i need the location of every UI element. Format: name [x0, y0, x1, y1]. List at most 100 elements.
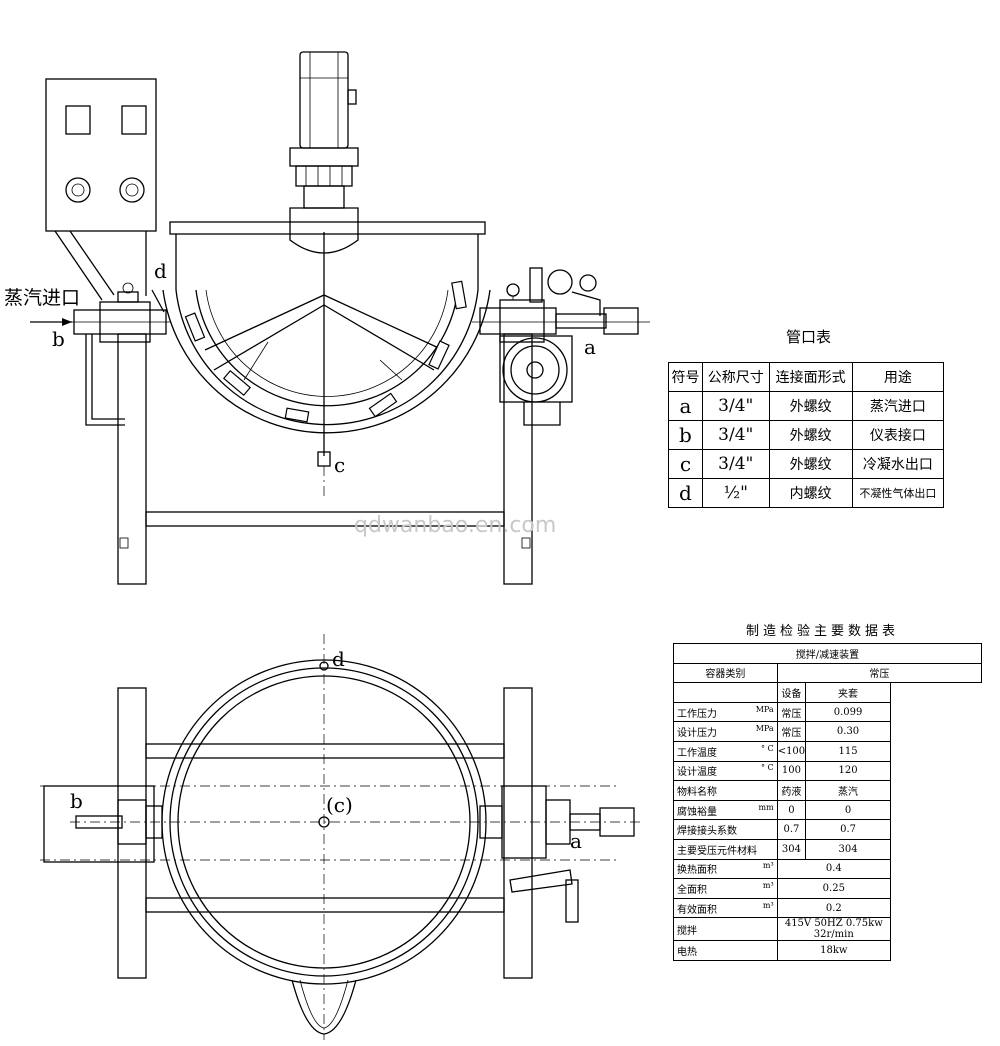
- row-jacket-value: 304: [805, 838, 891, 860]
- port-use: 蒸汽进口: [851, 391, 945, 421]
- row-value: 0.4: [776, 858, 891, 880]
- row-jacket-value: 120: [805, 760, 891, 782]
- port-use: 仪表接口: [851, 420, 945, 450]
- control-box: [45, 78, 157, 232]
- port-connection: 外螺纹: [768, 449, 853, 479]
- vessel-type-label: 容器类别: [673, 662, 778, 684]
- port-size: 3/4": [701, 391, 770, 421]
- row-label: 电热: [673, 940, 778, 961]
- row-device-value: 药液: [776, 780, 807, 801]
- row-device-value: 0.7: [776, 819, 807, 840]
- table-row: c 3/4" 外螺纹 冷凝水出口: [668, 449, 945, 479]
- port-symbol: d: [668, 478, 703, 508]
- top-left-frame: [117, 687, 147, 979]
- label-b-top: b: [70, 789, 83, 813]
- port-connection: 内螺纹: [768, 478, 853, 508]
- row-jacket-value: 0: [805, 799, 891, 821]
- row-jacket-value: 0.099: [805, 701, 891, 723]
- port-header-symbol: 符号: [668, 362, 703, 392]
- label-a-top: a: [570, 829, 582, 853]
- row-jacket-value: 0.7: [805, 819, 891, 840]
- right-leg: [503, 333, 533, 585]
- port-symbol: c: [668, 449, 703, 479]
- table-row: 设计温度° C 100 120: [673, 760, 982, 782]
- table-row: 电热 18kw: [673, 940, 982, 961]
- table-row: 搅拌 415V 50HZ 0.75kw 32r/min: [673, 917, 982, 942]
- row-value: 0.25: [776, 878, 891, 899]
- vessel-type-value: 常压: [776, 662, 983, 684]
- table-row: 物料名称 药液 蒸汽: [673, 780, 982, 801]
- row-device-value: 304: [776, 838, 807, 860]
- port-symbol: a: [668, 391, 703, 421]
- top-view: d (c) b a: [40, 634, 640, 1040]
- motor: [299, 51, 349, 149]
- row-device-value: 常压: [776, 721, 807, 742]
- label-b-front: b: [52, 327, 65, 351]
- label-d-front: d: [154, 259, 167, 283]
- watermark: qdwanbao.en.com: [354, 513, 556, 538]
- row-label: 设计温度° C: [673, 760, 778, 782]
- row-device-value: 常压: [776, 701, 807, 723]
- row-label: 工作温度° C: [673, 740, 778, 762]
- row-value: 18kw: [776, 940, 891, 961]
- table-row: 焊接接头系数 0.7 0.7: [673, 819, 982, 840]
- row-label: 主要受压元件材料: [673, 838, 778, 860]
- col-jacket: 夹套: [805, 682, 891, 703]
- table-row: 主要受压元件材料 304 304: [673, 838, 982, 860]
- reducer: [289, 207, 359, 254]
- label-c-front: c: [334, 453, 345, 477]
- data-top-header: 搅拌/减速装置: [673, 643, 982, 664]
- row-value: 415V 50HZ 0.75kw 32r/min: [776, 917, 891, 942]
- row-label: 焊接接头系数: [673, 819, 778, 840]
- row-jacket-value: 蒸汽: [805, 780, 891, 801]
- port-table-header: 符号 公称尺寸 连接面形式 用途: [668, 362, 945, 392]
- top-right-frame: [503, 687, 533, 979]
- port-symbol: b: [668, 420, 703, 450]
- row-device-value: <100: [776, 740, 807, 762]
- port-size: 3/4": [701, 449, 770, 479]
- pressure-gauge: [547, 269, 573, 295]
- port-size: 3/4": [701, 420, 770, 450]
- table-row: d ½" 内螺纹 不凝性气体出口: [668, 478, 945, 508]
- row-label: 搅拌: [673, 917, 778, 942]
- row-value: 0.2: [776, 897, 891, 919]
- data-table-title: 制造检验主要数据表: [746, 624, 900, 639]
- col-device: 设备: [776, 682, 807, 703]
- row-device-value: 100: [776, 760, 807, 782]
- label-steam-inlet: 蒸汽进口: [4, 287, 80, 309]
- handwheel: [502, 337, 568, 403]
- port-size: ½": [701, 478, 770, 508]
- port-connection: 外螺纹: [768, 391, 853, 421]
- port-table: 符号 公称尺寸 连接面形式 用途 a 3/4" 外螺纹 蒸汽进口 b 3/4" …: [668, 362, 945, 508]
- port-table-title: 管口表: [786, 328, 832, 346]
- port-connection: 外螺纹: [768, 420, 853, 450]
- row-jacket-value: 115: [805, 740, 891, 762]
- row-device-value: 0: [776, 799, 807, 821]
- port-header-connection: 连接面形式: [768, 362, 853, 392]
- label-a-front: a: [584, 335, 596, 359]
- port-header-use: 用途: [851, 362, 945, 392]
- table-row: b 3/4" 外螺纹 仪表接口: [668, 420, 945, 450]
- row-label: 物料名称: [673, 780, 778, 801]
- left-leg: [117, 333, 147, 585]
- front-view: 蒸汽进口 b d c a: [4, 51, 650, 585]
- label-d-top: d: [332, 647, 345, 671]
- label-c-top: (c): [326, 793, 353, 817]
- jacket-outer: [162, 289, 491, 434]
- table-row: 工作温度° C <100 115: [673, 740, 982, 762]
- table-row: a 3/4" 外螺纹 蒸汽进口: [668, 391, 945, 421]
- port-header-size: 公称尺寸: [701, 362, 770, 392]
